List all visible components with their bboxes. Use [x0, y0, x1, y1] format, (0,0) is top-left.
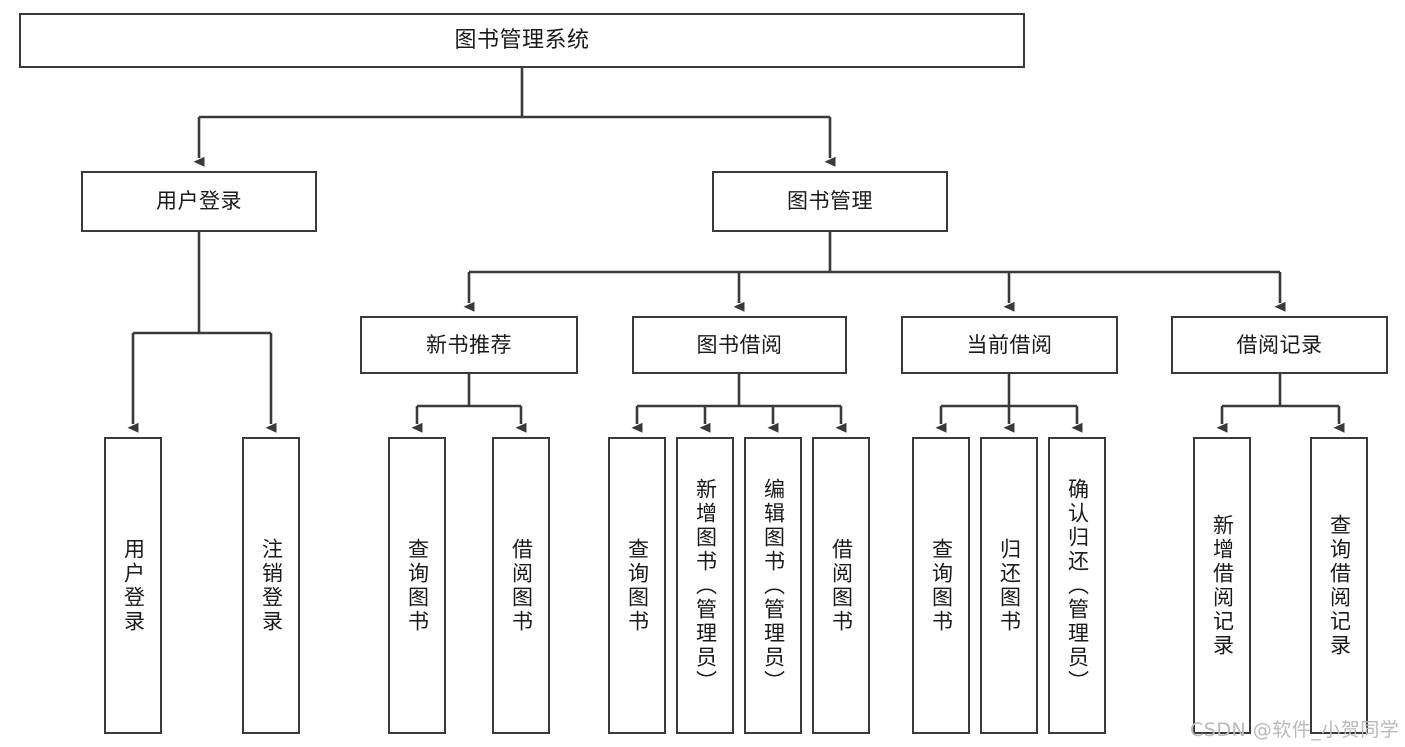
node-label: 编辑图书（管理员）	[761, 477, 786, 694]
node-leaf-add-book-admin[interactable]: 新增图书（管理员）	[676, 437, 734, 734]
node-leaf-add-borrow-record[interactable]: 新增借阅记录	[1193, 437, 1251, 734]
node-label: 新增图书（管理员）	[693, 477, 718, 694]
csdn-watermark: CSDN @软件_小贺同学	[1190, 719, 1400, 741]
node-label: 注销登录	[259, 537, 284, 634]
node-label: 借阅图书	[829, 537, 854, 634]
node-label: 查询图书	[625, 537, 650, 634]
node-leaf-borrow-book[interactable]: 借阅图书	[812, 437, 870, 734]
node-label: 用户登录	[121, 537, 146, 634]
node-label: 新书推荐	[426, 332, 512, 357]
node-label: 确认归还（管理员）	[1065, 477, 1090, 694]
node-label: 图书管理	[787, 189, 873, 214]
node-label: 图书管理系统	[454, 27, 590, 53]
node-label: 归还图书	[997, 537, 1022, 634]
node-label: 查询图书	[405, 537, 430, 634]
node-leaf-borrow-book-recommend[interactable]: 借阅图书	[492, 437, 550, 734]
node-label: 用户登录	[156, 189, 242, 214]
node-label: 查询借阅记录	[1327, 513, 1352, 658]
node-leaf-query-book-current[interactable]: 查询图书	[912, 437, 970, 734]
node-label: 借阅图书	[509, 537, 534, 634]
node-label: 当前借阅	[966, 332, 1053, 357]
node-label: 图书借阅	[696, 332, 783, 357]
node-user-login[interactable]: 用户登录	[81, 171, 317, 232]
node-leaf-return-book[interactable]: 归还图书	[980, 437, 1038, 734]
node-root-system[interactable]: 图书管理系统	[19, 13, 1025, 68]
node-leaf-query-book-borrow[interactable]: 查询图书	[608, 437, 666, 734]
node-new-book-recommend[interactable]: 新书推荐	[360, 316, 578, 374]
node-leaf-query-borrow-record[interactable]: 查询借阅记录	[1310, 437, 1368, 734]
node-leaf-logout[interactable]: 注销登录	[242, 437, 300, 734]
node-book-management[interactable]: 图书管理	[712, 171, 948, 232]
node-borrow-record[interactable]: 借阅记录	[1171, 316, 1388, 374]
node-current-borrow[interactable]: 当前借阅	[901, 316, 1118, 374]
node-label: 新增借阅记录	[1210, 513, 1235, 658]
node-book-borrow[interactable]: 图书借阅	[632, 316, 847, 374]
node-leaf-edit-book-admin[interactable]: 编辑图书（管理员）	[744, 437, 802, 734]
node-label: 借阅记录	[1236, 332, 1323, 357]
node-label: 查询图书	[929, 537, 954, 634]
node-leaf-user-login[interactable]: 用户登录	[104, 437, 162, 734]
node-leaf-confirm-return-admin[interactable]: 确认归还（管理员）	[1048, 437, 1106, 734]
node-leaf-query-book-recommend[interactable]: 查询图书	[388, 437, 446, 734]
